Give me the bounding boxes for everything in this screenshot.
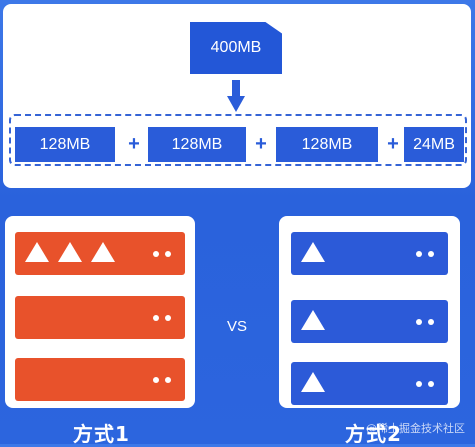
- block-2: 128MB: [148, 127, 246, 162]
- triangle-icon: [25, 242, 49, 262]
- server-rack: [291, 362, 448, 405]
- block-size-label: 128MB: [301, 135, 353, 153]
- triangle-icon: [301, 310, 325, 330]
- triangle-icon: [58, 242, 82, 262]
- file-size-label: 400MB: [210, 39, 262, 56]
- block-3: 128MB: [276, 127, 378, 162]
- watermark: @稀土掘金技术社区: [366, 422, 465, 435]
- block-1: 128MB: [15, 127, 115, 162]
- server-rack: [291, 300, 448, 343]
- status-dots-icon: [153, 251, 175, 257]
- triangle-icon: [91, 242, 115, 262]
- triangle-icon: [301, 372, 325, 392]
- server-method-2: [279, 216, 460, 408]
- block-size-label: 128MB: [39, 135, 91, 153]
- server-rack: [15, 296, 185, 339]
- status-dots-icon: [153, 377, 175, 383]
- status-dots-icon: [416, 251, 438, 257]
- plus-sign-2: +: [255, 133, 267, 155]
- status-dots-icon: [153, 315, 175, 321]
- triangle-icon: [301, 242, 325, 262]
- plus-sign-1: +: [128, 133, 140, 155]
- status-dots-icon: [416, 319, 438, 325]
- block-size-label: 24MB: [413, 135, 455, 153]
- file-icon: 400MB: [190, 22, 282, 74]
- server-rack: [291, 232, 448, 275]
- block-4: 24MB: [404, 127, 464, 162]
- server-rack: [15, 358, 185, 401]
- status-dots-icon: [416, 381, 438, 387]
- block-size-label: 128MB: [171, 135, 223, 153]
- server-rack: [15, 232, 185, 275]
- arrow-down-icon: [227, 80, 245, 112]
- caption-method-1: 方式1: [73, 422, 130, 446]
- caption-method-2: 方式2: [345, 422, 402, 446]
- server-method-1: [5, 216, 195, 408]
- vs-label: VS: [226, 318, 247, 335]
- blocks-dashed-frame: [9, 114, 467, 166]
- plus-sign-3: +: [387, 133, 399, 155]
